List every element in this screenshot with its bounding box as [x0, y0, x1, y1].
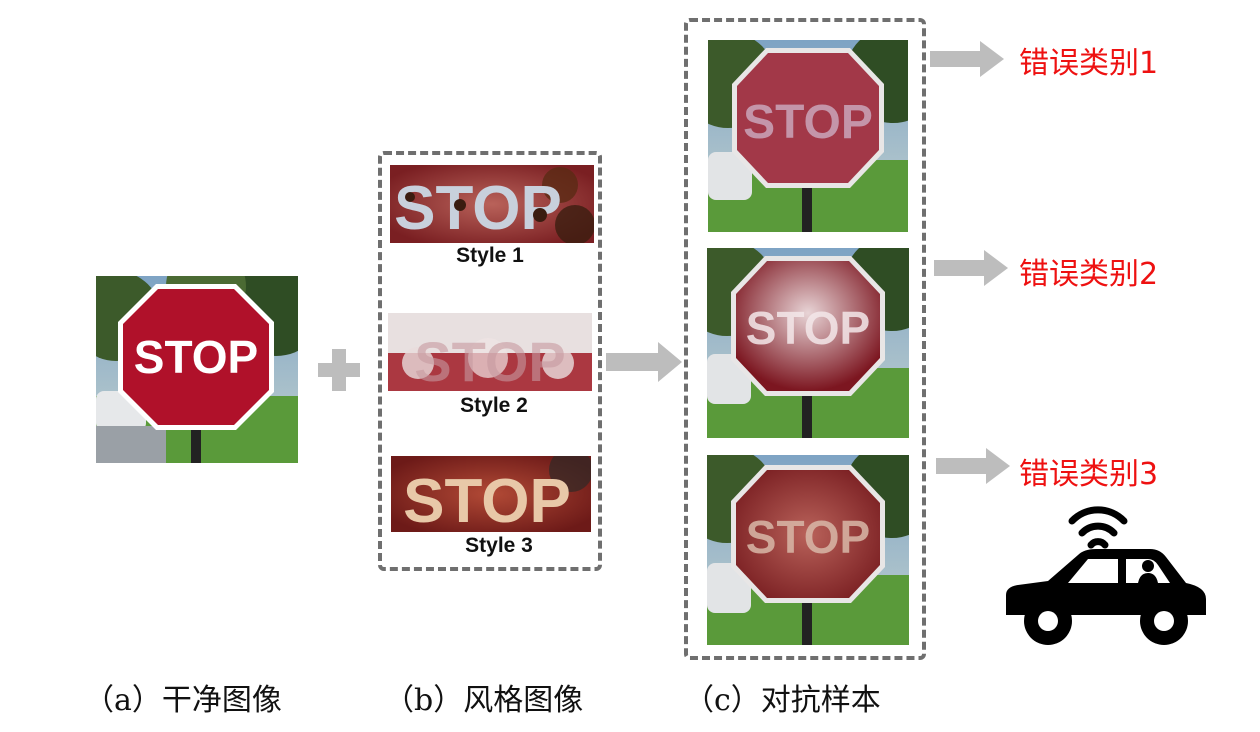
style-2-label: Style 2: [460, 394, 528, 417]
arrow-right-icon: [936, 448, 1010, 484]
arrow-right-icon: [930, 41, 1004, 77]
style-1-image: STOP: [390, 165, 594, 243]
stop-text: STOP: [403, 467, 571, 532]
style-images-box: [378, 151, 602, 571]
error-class-3-label: 错误类别3: [1019, 457, 1159, 492]
stop-text: STOP: [414, 330, 565, 391]
caption-adversarial-example: （c）对抗样本: [684, 683, 881, 718]
stop-text: STOP: [743, 96, 873, 149]
arrow-right-icon: [934, 250, 1008, 286]
caption-style-image: （b）风格图像: [384, 683, 584, 718]
stop-text: STOP: [394, 174, 562, 243]
stop-text: STOP: [746, 302, 870, 354]
adversarial-example-2: STOP: [707, 248, 909, 438]
error-class-1-label: 错误类别1: [1019, 46, 1159, 81]
style-2-image: STOP: [388, 313, 592, 391]
stop-text: STOP: [134, 331, 258, 383]
style-3-label: Style 3: [465, 534, 533, 557]
error-class-2-label: 错误类别2: [1019, 257, 1159, 292]
plus-icon: [318, 349, 360, 391]
stop-text: STOP: [746, 511, 870, 563]
caption-clean-image: （a）干净图像: [84, 683, 282, 718]
adversarial-example-3: STOP: [707, 455, 909, 645]
adversarial-examples-box: [684, 18, 926, 660]
style-3-image: STOP: [391, 456, 591, 532]
arrow-right-icon: [606, 342, 682, 382]
clean-image: STOP: [96, 276, 298, 463]
adversarial-example-1: STOP: [708, 40, 908, 232]
style-1-label: Style 1: [456, 244, 524, 267]
connected-car-icon: [1006, 506, 1206, 645]
